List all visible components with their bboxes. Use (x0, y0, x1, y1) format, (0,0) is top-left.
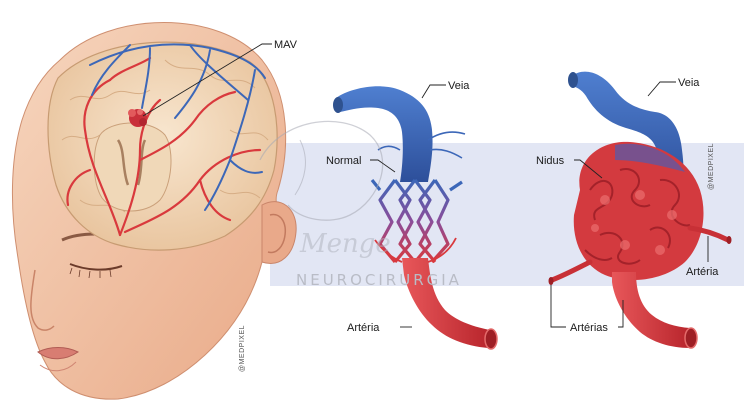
tangle-loops (584, 168, 691, 265)
brain-avm-nidus (128, 109, 147, 127)
nose (30, 269, 55, 331)
lips (37, 347, 79, 360)
credit-left: @MEDPIXEL (239, 325, 246, 372)
watermark-brand: NEUROCIRURGIA (296, 271, 462, 289)
credit-right: @MEDPIXEL (708, 143, 715, 190)
closed-eye (69, 263, 123, 271)
normal-vessels (333, 86, 498, 350)
brain-arteries (66, 56, 262, 237)
avm-nidus-tangle (573, 141, 704, 281)
label-arteria-normal: Artéria (347, 322, 380, 334)
label-arterias: Artérias (570, 322, 608, 334)
normal-vein-trunk (336, 86, 433, 182)
ear (261, 201, 297, 264)
avm-vein-trunk (570, 71, 684, 190)
label-nidus: Nidus (536, 155, 565, 167)
avm-vessels (548, 71, 732, 349)
label-veia-normal: Veia (448, 80, 470, 92)
watermark-logo: Menge (259, 120, 391, 259)
avm-artery-trunk (612, 272, 690, 348)
normal-artery-trunk (402, 258, 490, 348)
label-normal: Normal (326, 155, 361, 167)
brain-veins (89, 43, 266, 211)
capillary-network (370, 179, 463, 264)
label-veia-nidus: Veia (678, 77, 700, 89)
head-illustration (11, 22, 297, 400)
watermark-signature: Menge (299, 229, 391, 259)
label-arteria-nidus: Artéria (686, 266, 719, 278)
label-mav: MAV (274, 39, 298, 51)
leader-lines (142, 43, 709, 328)
